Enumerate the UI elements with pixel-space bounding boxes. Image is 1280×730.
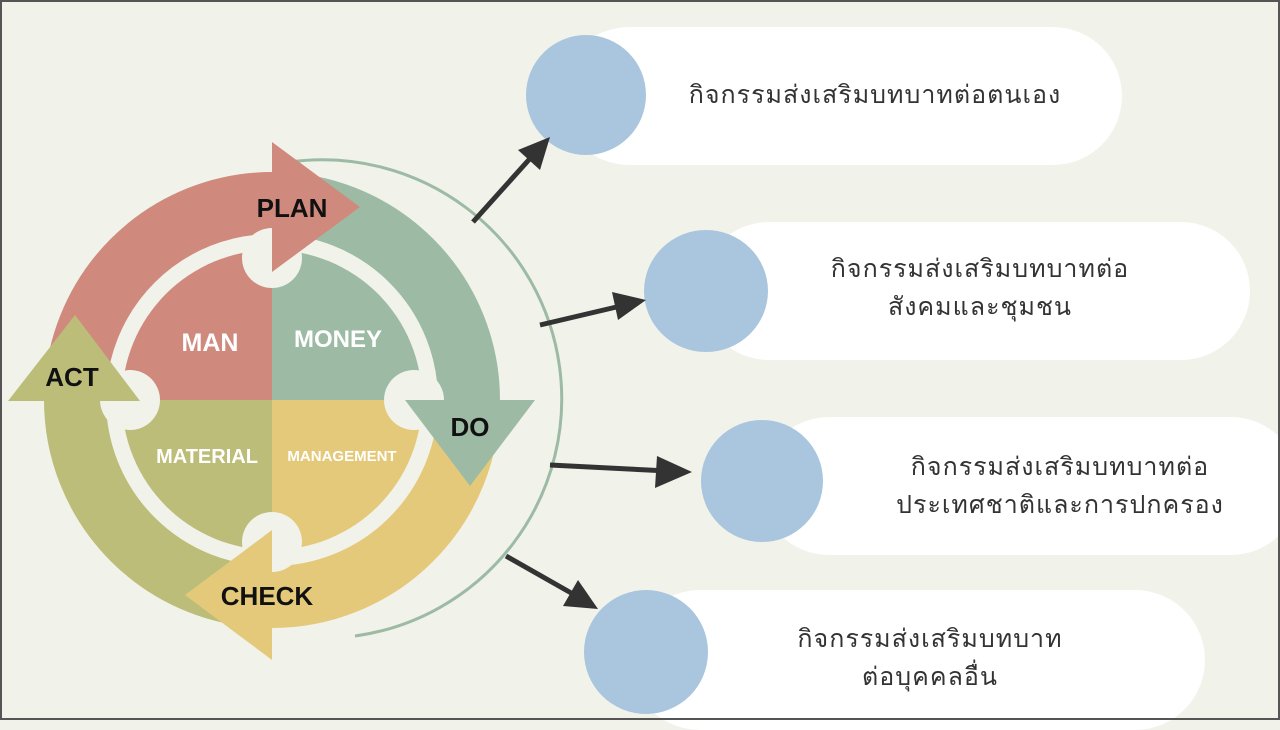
man-label: MAN	[182, 329, 239, 357]
activity-text-self: กิจกรรมส่งเสริมบทบาทต่อตนเอง	[650, 76, 1100, 114]
arrowhead-icon	[563, 580, 598, 609]
activity-line: กิจกรรมส่งเสริมบทบาท	[797, 624, 1063, 653]
activity-line: ประเทศชาติและการปกครอง	[896, 490, 1224, 519]
circle-icon	[584, 590, 708, 714]
arrowhead-icon	[612, 292, 646, 320]
material-label: MATERIAL	[156, 446, 258, 468]
activity-line: กิจกรรมส่งเสริมบทบาทต่อ	[830, 254, 1130, 283]
check-arrowhead	[185, 530, 272, 660]
arrow-to-others	[504, 553, 582, 601]
quadrant-money	[272, 250, 422, 400]
arrowhead-icon	[655, 456, 692, 488]
do-arrowhead	[405, 400, 535, 486]
activity-line: กิจกรรมส่งเสริมบทบาทต่อ	[910, 452, 1210, 481]
activity-text-society: กิจกรรมส่งเสริมบทบาทต่อ สังคมและชุมชน	[780, 250, 1180, 326]
money-label: MONEY	[294, 326, 382, 353]
check-label: CHECK	[221, 581, 314, 611]
quadrant-man	[122, 250, 272, 400]
quadrant-management	[272, 400, 422, 550]
circle-icon	[526, 35, 646, 155]
arrow-to-nation	[549, 462, 669, 474]
activity-card-others	[630, 590, 1205, 730]
quadrant-material	[122, 400, 272, 550]
arrow-to-society	[539, 302, 626, 328]
connector-arrows	[471, 137, 692, 609]
circle-icon	[701, 420, 823, 542]
arrowhead-icon	[518, 137, 550, 170]
do-label: DO	[451, 412, 490, 442]
activity-card-self	[560, 27, 1122, 165]
activity-line: ต่อบุคคลอื่น	[862, 662, 998, 691]
act-arrowhead	[8, 315, 140, 401]
plan-arrowhead	[272, 142, 360, 272]
activity-card-nation	[760, 417, 1280, 555]
plan-label: PLAN	[257, 193, 328, 223]
outer-arc	[289, 158, 564, 638]
circle-icon	[644, 230, 768, 352]
activity-text-others: กิจกรรมส่งเสริมบทบาท ต่อบุคคลอื่น	[730, 620, 1130, 696]
arrow-to-self	[471, 151, 537, 224]
activity-card-society	[700, 222, 1250, 360]
act-label: ACT	[45, 362, 99, 392]
activity-line: กิจกรรมส่งเสริมบทบาทต่อตนเอง	[688, 80, 1062, 109]
activity-line: สังคมและชุมชน	[887, 292, 1073, 321]
management-label: MANAGEMENT	[287, 448, 396, 465]
activity-text-nation: กิจกรรมส่งเสริมบทบาทต่อ ประเทศชาติและการ…	[860, 448, 1260, 524]
